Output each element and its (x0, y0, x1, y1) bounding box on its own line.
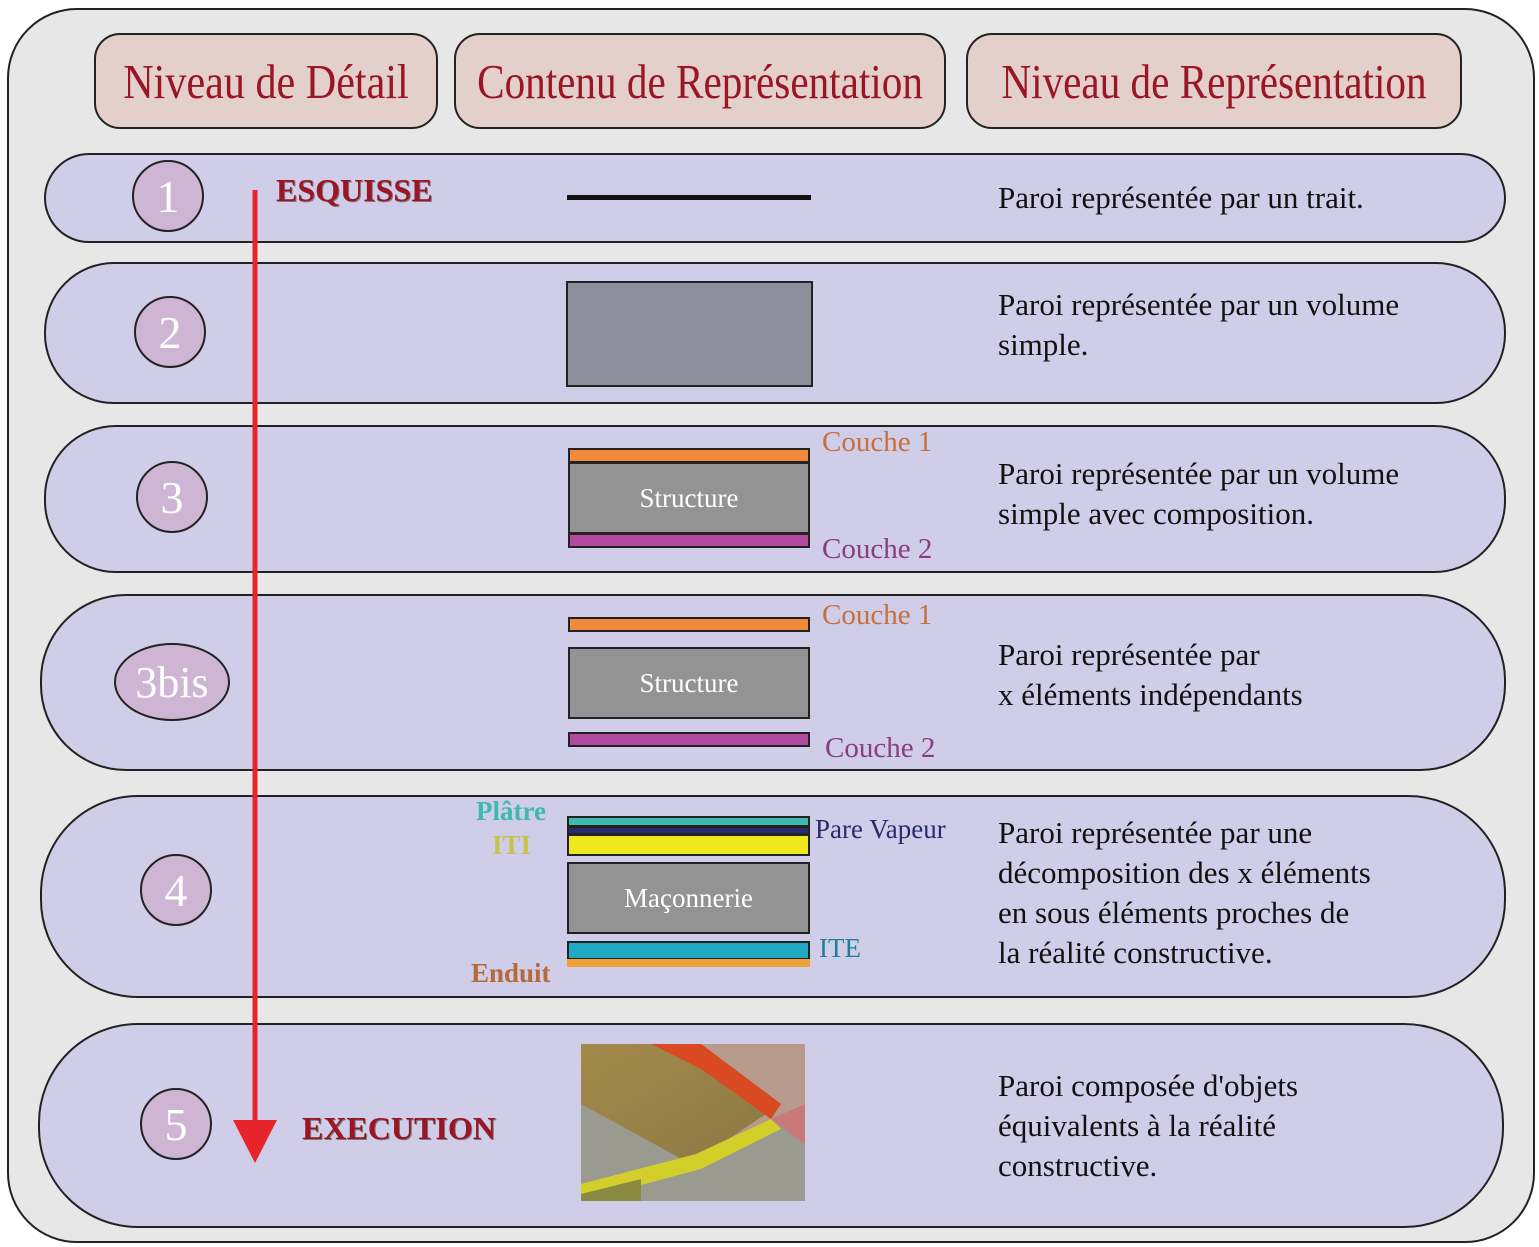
layer-structure-3bis: Structure (568, 647, 810, 719)
layer-ite (567, 941, 810, 960)
description-level-3bis: Paroi représentée par x éléments indépen… (998, 637, 1303, 712)
header-representation-box (966, 33, 1462, 129)
layer-structure-3: Structure (568, 462, 810, 534)
layer-couche2-3bis (568, 732, 810, 747)
level-number-5: 5 (140, 1088, 212, 1160)
wall-line-symbol (567, 195, 811, 200)
wall-photo (581, 1044, 805, 1201)
phase-execution: EXECUTION (302, 1110, 496, 1146)
layer-couche1-3 (568, 448, 810, 463)
header-detail-box (94, 33, 438, 129)
level-number-3: 3 (136, 461, 208, 533)
header-representation: Niveau de Représentation (1001, 53, 1427, 109)
label-enduit: Enduit (471, 958, 551, 988)
level-number-3bis: 3bis (114, 643, 230, 721)
label-couche2-3: Couche 2 (822, 533, 933, 565)
label-couche1-3: Couche 1 (822, 426, 933, 458)
label-couche1-3bis: Couche 1 (822, 599, 933, 631)
header-content-box (454, 33, 946, 129)
description-level-2: Paroi représentée par un volume simple. (998, 287, 1400, 362)
level-number-1: 1 (132, 160, 204, 232)
wall-volume-symbol (566, 281, 813, 387)
layer-maconnerie: Maçonnerie (567, 862, 810, 934)
description-level-3: Paroi représentée par un volume simple a… (998, 456, 1400, 531)
header-content: Contenu de Représentation (477, 53, 923, 109)
description-level-5: Paroi composée d'objets équivalents à la… (998, 1068, 1299, 1183)
label-pare-vapeur: Pare Vapeur (815, 814, 946, 844)
description-level-4: Paroi représentée par une décomposition … (998, 815, 1371, 970)
label-couche2-3bis: Couche 2 (825, 732, 936, 764)
level-number-2: 2 (134, 296, 206, 368)
layer-couche1-3bis (568, 617, 810, 632)
layer-couche2-3 (568, 533, 810, 548)
header-detail: Niveau de Détail (123, 53, 409, 109)
layer-iti (567, 834, 810, 856)
description-level-1: Paroi représentée par un trait. (998, 180, 1364, 215)
phase-esquisse: ESQUISSE (276, 172, 433, 208)
label-platre: Plâtre (476, 796, 546, 826)
progression-arrow (233, 190, 277, 1163)
layer-enduit (567, 959, 810, 967)
label-iti: ITI (492, 830, 532, 860)
level-number-4: 4 (140, 854, 212, 926)
label-ite: ITE (819, 933, 861, 963)
